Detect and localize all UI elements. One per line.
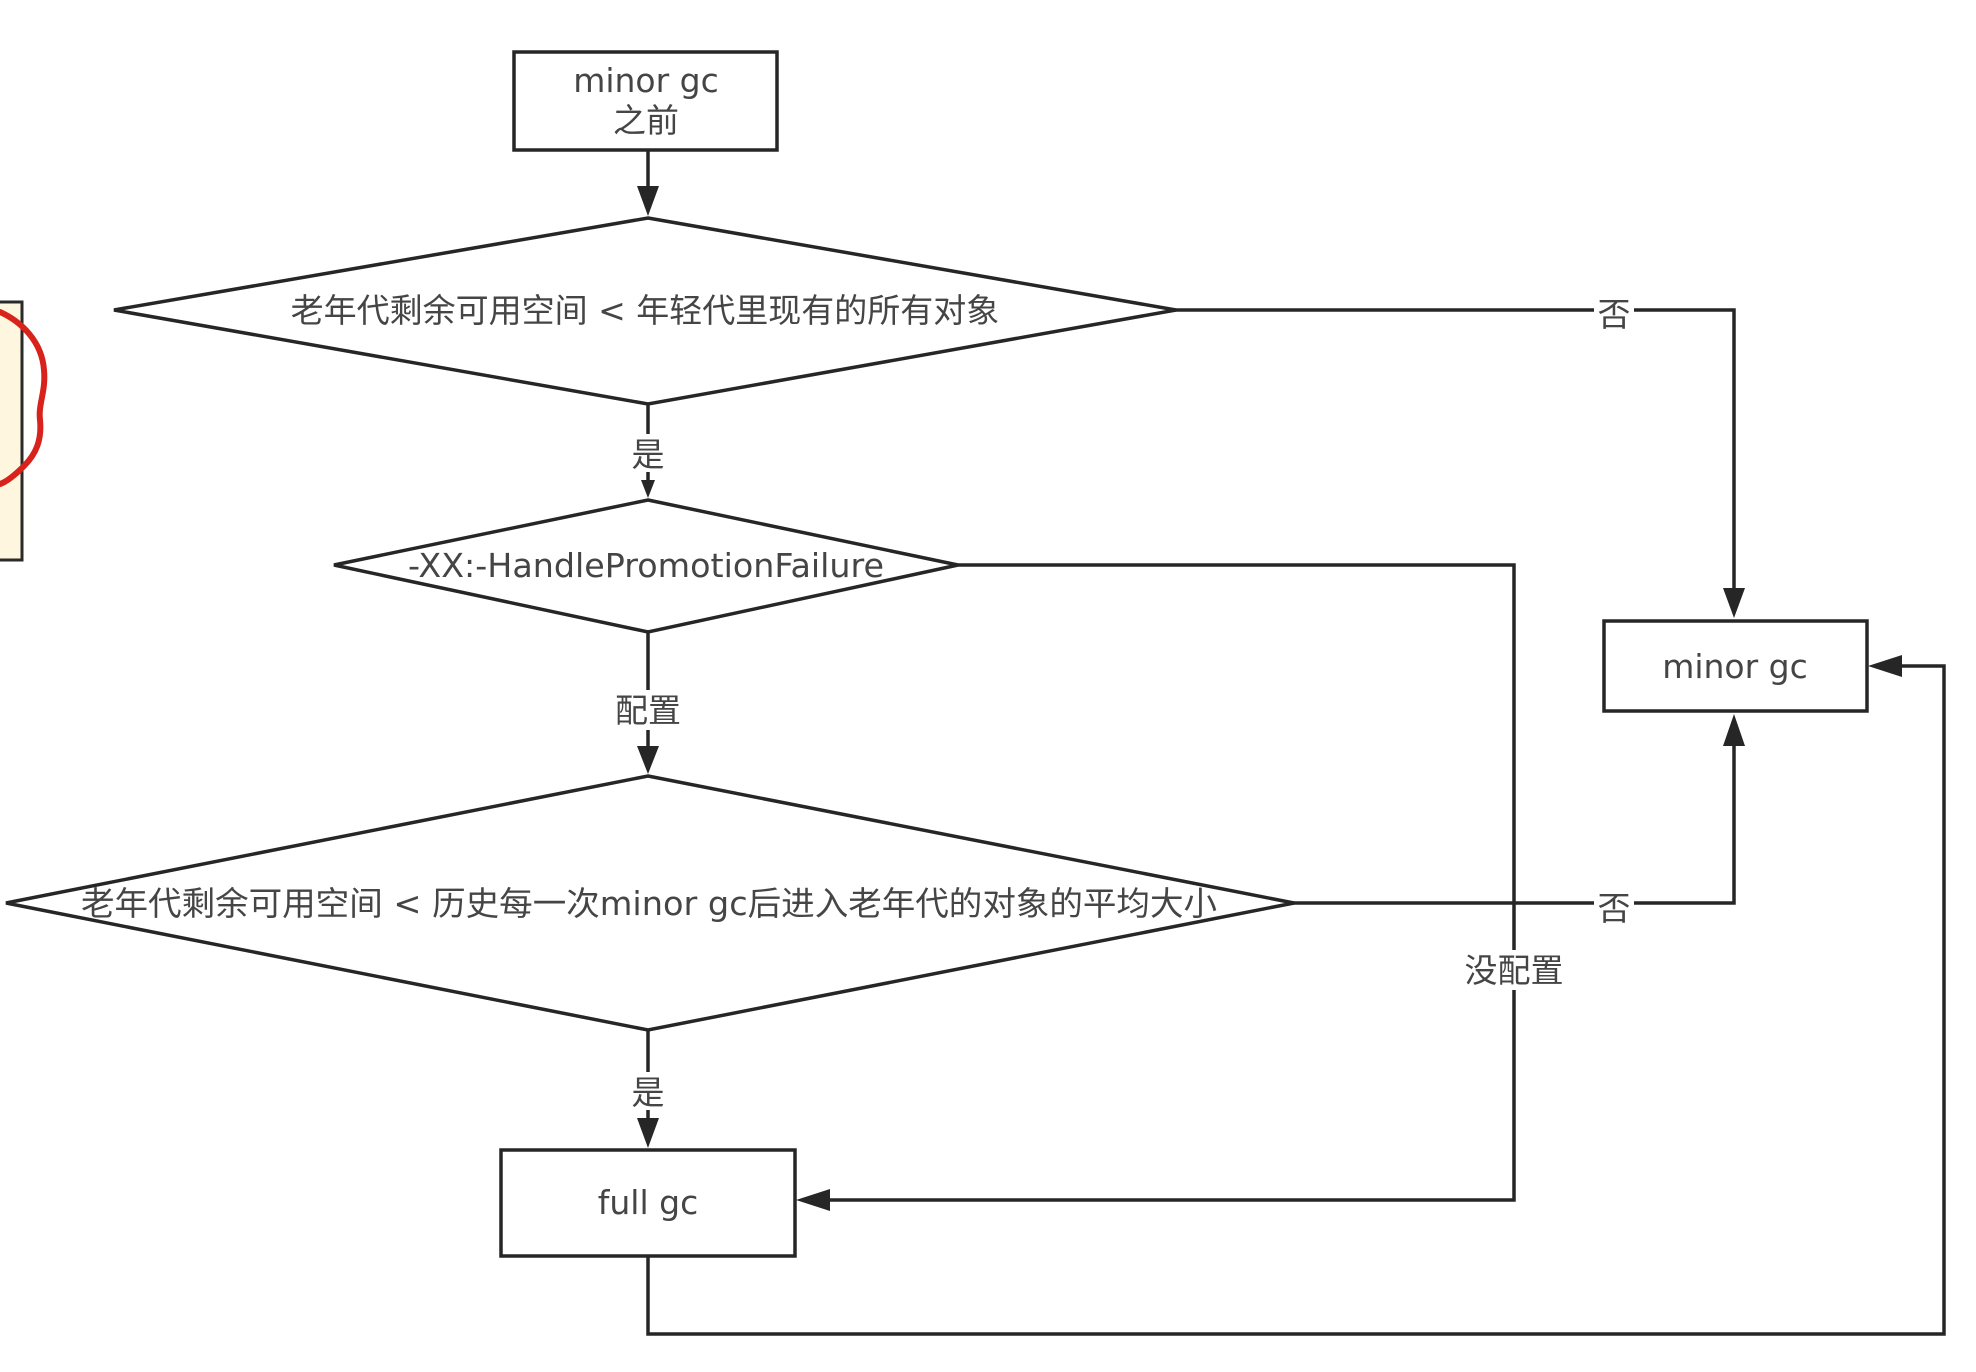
- edge-decision1-no: [1174, 308, 1736, 592]
- decision-handle-promotion-failure-text: -XX:-HandlePromotionFailure: [408, 546, 884, 585]
- arrowhead-full-gc-top: [637, 1118, 659, 1148]
- edge-label-d2-configured: 配置: [615, 691, 681, 730]
- edge-decision3-no: [1292, 740, 1736, 905]
- start-node: [512, 50, 779, 152]
- red-circle-annotation: [0, 309, 48, 487]
- edge-label-d1-yes: 是: [632, 435, 665, 474]
- decision-young-vs-old-text: 老年代剩余可用空间 < 年轻代里现有的所有对象: [291, 291, 1000, 330]
- edge-label-d3-no: 否: [1598, 889, 1631, 928]
- start-node-line1: minor gc: [573, 61, 719, 100]
- arrowhead-decision1: [637, 186, 659, 216]
- arrowhead-minor-gc-right: [1868, 655, 1902, 677]
- edge-label-d1-no: 否: [1598, 295, 1631, 334]
- decision-handle-promotion-failure: [333, 498, 959, 634]
- start-node-line2: 之前: [613, 101, 679, 140]
- full-gc-node: [499, 1148, 797, 1258]
- decision-avg-promotion-size-text: 老年代剩余可用空间 < 历史每一次minor gc后进入老年代的对象的平均大小: [81, 884, 1217, 923]
- arrowhead-decision2: [641, 480, 655, 498]
- label-bg-d2-not-configured: [1464, 950, 1566, 990]
- edge-decision2-not-configured: [822, 563, 1516, 1202]
- full-gc-node-text: full gc: [598, 1183, 698, 1222]
- label-bg-d3-yes: [628, 1072, 668, 1110]
- decision-avg-promotion-size: [5, 774, 1295, 1032]
- side-card-fragment: [0, 300, 24, 562]
- arrowhead-minor-gc-top: [1723, 588, 1745, 618]
- minor-gc-node: [1602, 619, 1869, 713]
- label-bg-d1-no: [1594, 296, 1634, 332]
- minor-gc-node-text: minor gc: [1662, 647, 1808, 686]
- arrowhead-minor-gc-bottom: [1723, 714, 1745, 746]
- label-bg-d2-configured: [612, 690, 684, 730]
- label-bg-d3-no: [1594, 890, 1634, 926]
- decision-young-vs-old: [113, 216, 1177, 406]
- edge-label-d3-yes: 是: [632, 1073, 665, 1112]
- edge-full-gc-to-minor-gc: [646, 664, 1946, 1336]
- arrowhead-full-gc: [796, 1189, 830, 1211]
- edge-label-d2-not-configured: 没配置: [1465, 951, 1564, 990]
- label-bg-d1-yes: [628, 434, 668, 472]
- arrowhead-decision3: [637, 746, 659, 774]
